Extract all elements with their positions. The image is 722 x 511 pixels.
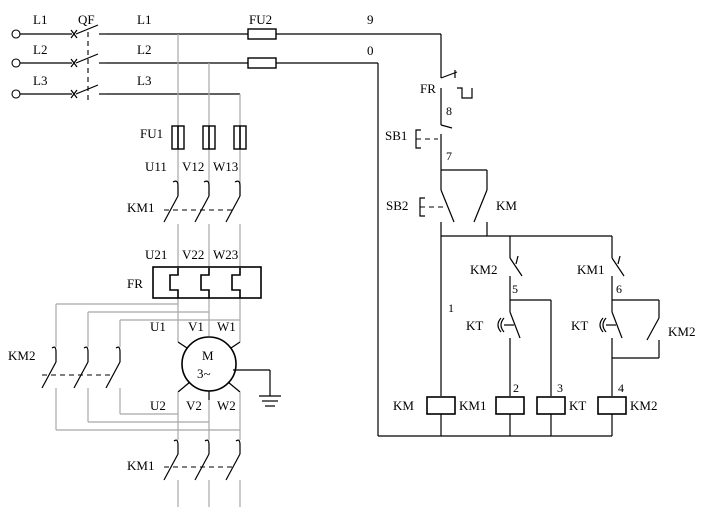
fu2-label: FU2 [249,12,272,27]
hold-km2-label: KM2 [668,324,695,339]
motor-phase-label: 3~ [197,366,211,381]
contactor-km1-bottom: KM1 [127,392,241,507]
coil-km2-label: KM2 [630,398,657,413]
phase-l2-label: L2 [33,42,47,57]
interlock-km1-label: KM1 [577,262,604,277]
branch-km2-coil: KM1 6 KM2 KT 4 [571,236,695,396]
coil-km1-label: KM1 [459,398,486,413]
terminals-mid: U21 V22 W23 [145,247,238,262]
terminal-w23: W23 [213,247,238,262]
node-2: 2 [513,381,519,395]
overload-fr-power: FR [127,266,262,299]
coil-km-label: KM [393,398,414,413]
km1-bottom-label: KM1 [127,458,154,473]
main-bus: L1 L2 L3 [106,12,441,95]
wire-0-label: 0 [367,43,374,58]
wire-9-label: 9 [367,12,374,27]
motor-u2: U2 [150,398,166,413]
control-return [377,63,612,437]
phase-l1-label: L1 [33,12,47,27]
timer-kt-a-label: KT [466,318,483,333]
contactor-km1-main: KM1 [127,180,241,223]
terminal-u21: U21 [145,247,167,262]
phase-l3-label: L3 [33,73,47,88]
breaker-label: QF [78,12,95,27]
fuse-fu1: FU1 [140,125,247,150]
motor-v1: V1 [188,319,204,334]
power-inputs: L1 L2 L3 [11,12,72,99]
km-hold-label: KM [496,198,517,213]
terminal-u11: U11 [145,159,167,174]
sb2-label: SB2 [386,198,408,213]
node-4: 4 [618,381,624,395]
breaker-qf: QF [70,12,106,102]
ground-symbol [233,369,281,407]
motor-u1: U1 [150,319,166,334]
sb1-label: SB1 [385,128,407,143]
motor-m: U1 V1 W1 M 3~ U2 V2 W2 [150,319,241,413]
interlock-km2-label: KM2 [470,262,497,277]
node-5: 5 [512,282,518,296]
motor-w2: W2 [217,398,236,413]
node-3: 3 [557,381,563,395]
km1-main-label: KM1 [127,200,154,215]
terminal-v22: V22 [182,247,204,262]
motor-w1: W1 [217,319,236,334]
terminal-w13: W13 [213,159,238,174]
fr-power-label: FR [127,276,143,291]
terminal-v12: V12 [182,159,204,174]
terminals-top: U11 V12 W13 [145,159,238,174]
bus-l3-label: L3 [137,73,151,88]
control-main-vertical: FR 8 SB1 7 SB2 KM 1 [385,34,612,396]
node-7: 7 [446,149,452,163]
fr-contact-label: FR [420,81,436,96]
branch-km1-coil: KM2 5 KT 2 3 [466,236,563,396]
node-8: 8 [446,104,452,118]
bus-l1-label: L1 [137,12,151,27]
bus-l2-label: L2 [137,42,151,57]
fu1-label: FU1 [140,126,163,141]
motor-v2: V2 [186,398,202,413]
node-6: 6 [616,282,622,296]
coils: KM KM1 KT KM2 [393,396,657,436]
km2-left-label: KM2 [8,348,35,363]
coil-kt-label: KT [569,398,586,413]
timer-kt-b-label: KT [571,318,588,333]
node-1: 1 [448,301,454,315]
motor-label: M [202,348,214,363]
fuse-fu2: FU2 [247,12,277,69]
